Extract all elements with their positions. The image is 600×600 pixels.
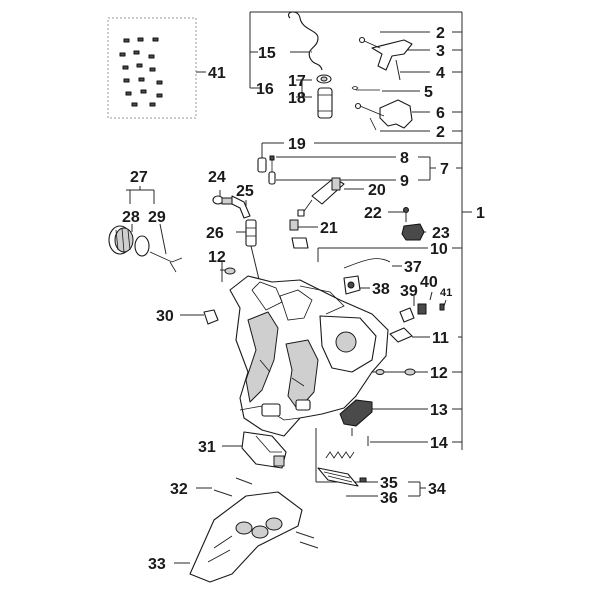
callout-36: 36 [380, 490, 398, 507]
bracket-11 [389, 327, 413, 343]
callout-32: 32 [170, 481, 188, 498]
spring-35 [325, 451, 355, 459]
callout-40: 40 [420, 274, 438, 291]
screw-kit-screws [119, 37, 163, 107]
callout-5: 5 [424, 84, 433, 101]
callout-27: 27 [130, 169, 148, 186]
callout-28: 28 [122, 209, 140, 226]
callout-33: 33 [148, 556, 166, 573]
screw-41 [439, 303, 445, 311]
callout-41-box: 41 [208, 65, 226, 82]
tank-cap [108, 225, 134, 255]
valve-pin [269, 155, 275, 161]
callout-2-top: 2 [436, 25, 445, 42]
callout-26: 26 [206, 225, 224, 242]
throttle-lock [379, 99, 413, 129]
decompression-valve [257, 157, 267, 173]
callout-14: 14 [430, 435, 448, 452]
callout-16: 16 [256, 81, 274, 98]
washer-12-left [224, 267, 236, 275]
callout-4: 4 [436, 65, 445, 82]
skid-plate [189, 491, 303, 583]
callout-21: 21 [320, 220, 338, 237]
cap-strap [149, 251, 183, 273]
callout-8: 8 [400, 150, 409, 167]
screw-kit-box [107, 17, 197, 119]
fuel-hose-inner [288, 11, 323, 71]
washer-12-right [404, 368, 416, 376]
callout-7: 7 [440, 161, 449, 178]
callout-2-bottom: 2 [436, 124, 445, 141]
callout-39: 39 [400, 283, 418, 300]
fuel-connector [212, 195, 233, 205]
callout-20: 20 [368, 182, 386, 199]
callout-29: 29 [148, 209, 166, 226]
callout-15: 15 [258, 45, 276, 62]
clip-30 [203, 309, 219, 325]
callout-37: 37 [404, 259, 422, 276]
callout-3: 3 [436, 43, 445, 60]
callout-1: 1 [476, 205, 485, 222]
callout-11: 11 [432, 330, 449, 347]
choke-assembly [297, 177, 345, 217]
callout-35: 35 [380, 475, 398, 492]
callout-34: 34 [428, 481, 446, 498]
clip-40 [417, 303, 427, 315]
throttle-rod [395, 59, 401, 81]
callout-12-right: 12 [430, 365, 448, 382]
callout-41-small: 41 [440, 287, 452, 299]
callout-13: 13 [430, 402, 448, 419]
ignition-cable [343, 258, 391, 269]
cable-clip [289, 219, 309, 249]
screw-14 [351, 428, 369, 446]
fuel-line-bracket [231, 195, 251, 219]
crankcase [229, 275, 389, 437]
rubber-boot [339, 399, 373, 427]
callout-6: 6 [436, 105, 445, 122]
stop-switch [401, 223, 425, 241]
fuel-line-fitting [245, 219, 263, 293]
cover-plate [241, 431, 287, 469]
tank-seal [134, 235, 150, 257]
callout-31: 31 [198, 439, 216, 456]
callout-19: 19 [288, 136, 306, 153]
throttle-spring [351, 86, 380, 91]
throttle-trigger [358, 36, 413, 71]
callout-labels: 41 15 16 17 18 2 3 4 5 6 2 19 8 7 9 1 24… [122, 25, 485, 573]
screw-32 [213, 477, 319, 549]
callout-12-left: 12 [208, 249, 226, 266]
callout-30: 30 [156, 308, 174, 325]
callout-18: 18 [288, 90, 306, 107]
callout-38: 38 [372, 281, 390, 298]
callout-17: 17 [288, 73, 306, 90]
callout-23: 23 [432, 225, 450, 242]
switch-screw [403, 207, 409, 222]
valve-spring [268, 171, 276, 185]
bracket-39 [399, 307, 415, 323]
callout-10: 10 [430, 241, 448, 258]
callout-25: 25 [236, 183, 254, 200]
callout-9: 9 [400, 173, 409, 190]
fuel-filter [317, 87, 333, 119]
plate-36 [317, 467, 359, 487]
callout-24: 24 [208, 169, 226, 186]
callout-22: 22 [364, 205, 382, 222]
ignition-module [343, 275, 361, 295]
